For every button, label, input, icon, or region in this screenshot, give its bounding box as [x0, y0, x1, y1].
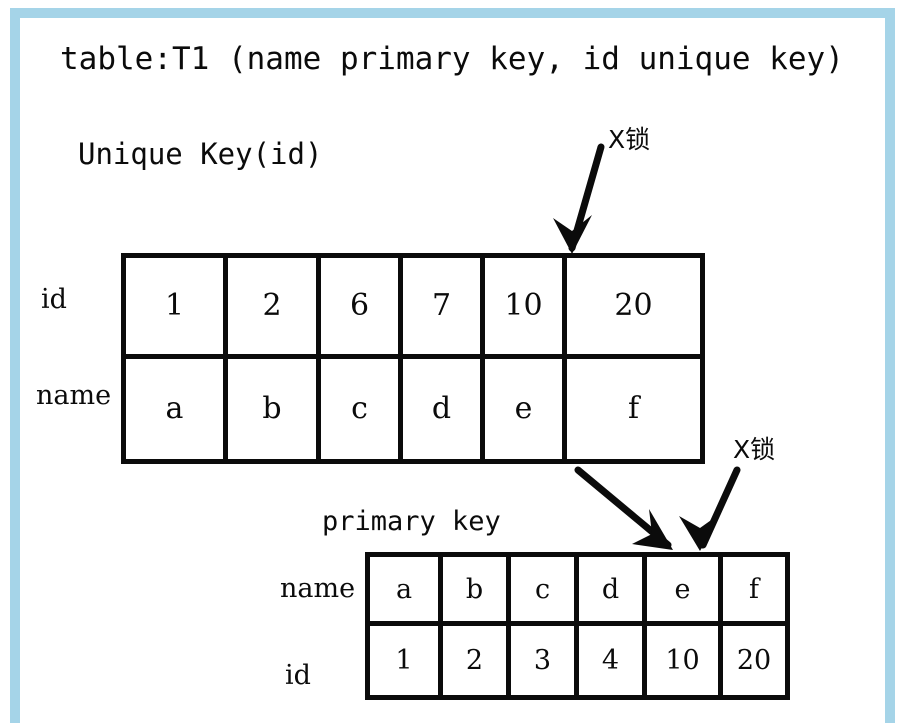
table-cell: 20 [562, 258, 700, 354]
clustered-index-table: a b c d e f 1 2 3 4 10 20 [365, 552, 790, 700]
table-cell: d [574, 557, 642, 621]
table-row: 1 2 3 4 10 20 [370, 626, 785, 695]
table-cell: 1 [395, 645, 413, 676]
primary-key-heading: primary key [322, 506, 501, 537]
x-lock-label-secondary-index: X锁 [608, 125, 651, 154]
table-cell: 3 [506, 626, 574, 695]
table-cell: 20 [718, 626, 785, 695]
table-cell: e [642, 557, 718, 621]
table-cell: f [562, 358, 700, 459]
table-cell: b [438, 557, 506, 621]
unique-key-heading: Unique Key(id) [78, 137, 323, 171]
secondary-to-clustered-arrow [574, 466, 673, 550]
table-cell: e [480, 358, 562, 459]
table-row: a b c d e f [126, 358, 700, 459]
table-cell: 6 [316, 258, 398, 354]
table-cell: a [395, 573, 413, 605]
x-lock-arrow-to-clustered-index [679, 466, 741, 551]
table-cell: 2 [438, 626, 506, 695]
page-frame-right [885, 8, 895, 723]
table-cell: 7 [398, 258, 480, 354]
table-cell: f [718, 557, 785, 621]
x-lock-label-clustered-index: X锁 [733, 435, 776, 464]
table-cell: a [165, 391, 184, 427]
secondary-index-row-label-name: name [36, 380, 112, 411]
table-cell: c [506, 557, 574, 621]
clustered-index-row-label-id: id [285, 660, 311, 691]
table-cell: 1 [164, 288, 185, 324]
page-frame-top [10, 8, 895, 18]
table-cell: 2 [223, 258, 316, 354]
table-row: a b c d e f [370, 557, 785, 626]
clustered-index-row-label-name: name [280, 573, 356, 604]
table-cell: d [398, 358, 480, 459]
table-cell: 10 [480, 258, 562, 354]
table-cell: 4 [574, 626, 642, 695]
table-row: 1 2 6 7 10 20 [126, 258, 700, 359]
x-lock-arrow-to-secondary-index [553, 143, 605, 254]
table-cell: 10 [642, 626, 718, 695]
page-frame-left [10, 8, 20, 723]
table-cell: c [316, 358, 398, 459]
table-cell: b [223, 358, 316, 459]
secondary-index-row-label-id: id [41, 284, 67, 315]
secondary-index-table: 1 2 6 7 10 20 a b c d e f [121, 253, 705, 464]
diagram-title: table:T1 (name primary key, id unique ke… [60, 41, 844, 77]
